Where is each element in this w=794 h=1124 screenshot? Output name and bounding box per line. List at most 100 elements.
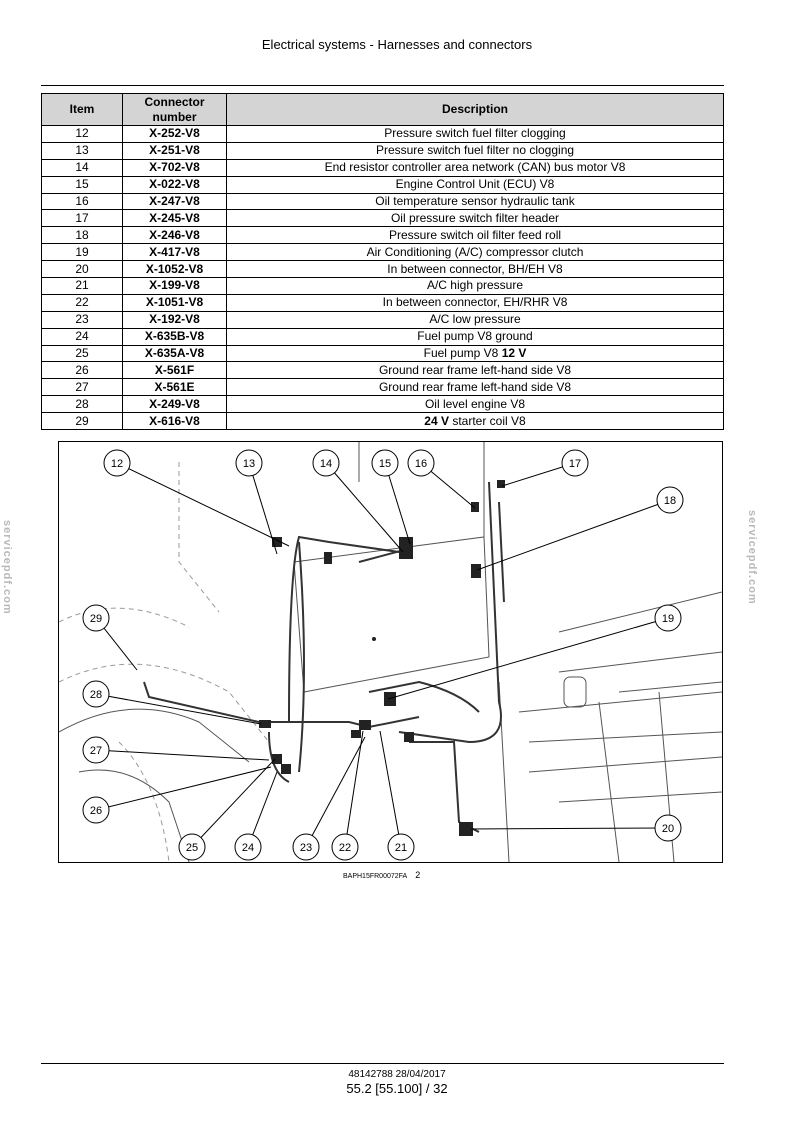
- description-text: starter coil V8: [452, 413, 526, 428]
- callout-20: 20: [654, 814, 682, 842]
- cell-item: 14: [41, 158, 123, 177]
- callout-16: 16: [407, 449, 435, 477]
- callout-leader-line: [470, 827, 669, 830]
- callout-13: 13: [235, 449, 263, 477]
- cell-description: Fuel pump V8 12 V: [226, 344, 724, 363]
- callout-circle: [561, 449, 589, 477]
- callout-label: 29: [90, 613, 102, 625]
- callout-leader-line: [95, 766, 272, 811]
- col-header-item: Item: [41, 93, 123, 126]
- callout-17: 17: [561, 449, 589, 477]
- cell-description: A/C high pressure: [226, 277, 724, 295]
- cell-item: 12: [41, 125, 123, 143]
- cell-description: In between connector, BH/EH V8: [226, 260, 724, 279]
- callout-leader-line: [191, 758, 276, 848]
- cell-connector: X-251-V8: [122, 141, 227, 160]
- cell-item: 19: [41, 243, 123, 262]
- cell-item: 23: [41, 310, 123, 329]
- callout-12: 12: [103, 449, 131, 477]
- cell-item: 13: [41, 141, 123, 160]
- callout-circle: [234, 833, 262, 861]
- cell-item: 27: [41, 378, 123, 397]
- cell-description: A/C low pressure: [226, 310, 724, 329]
- callout-leader-line: [95, 693, 262, 725]
- callout-14: 14: [312, 449, 340, 477]
- cell-description: 24 V starter coil V8: [226, 412, 724, 431]
- cell-connector: X-249-V8: [122, 395, 227, 414]
- cell-description: End resistor controller area network (CA…: [226, 158, 724, 177]
- callout-label: 13: [243, 458, 255, 470]
- figure-number: 2: [415, 870, 421, 880]
- col-header-connector: Connector number: [122, 93, 227, 126]
- callout-circle: [235, 449, 263, 477]
- callout-label: 18: [664, 495, 676, 507]
- table-header-row: Item Connector number Description: [41, 93, 724, 126]
- cell-item: 21: [41, 277, 123, 295]
- cell-item: 18: [41, 226, 123, 245]
- bold-voltage: 12 V: [501, 346, 527, 361]
- cell-item: 22: [41, 293, 123, 312]
- callout-label: 22: [339, 842, 351, 854]
- cell-connector: X-635B-V8: [122, 327, 227, 346]
- cell-description: In between connector, EH/RHR V8: [226, 293, 724, 312]
- callout-circle: [387, 833, 415, 861]
- callout-leader-line: [476, 499, 671, 571]
- cell-description: Engine Control Unit (ECU) V8: [226, 175, 724, 194]
- watermark-right: servicepdf.com: [746, 510, 758, 605]
- callout-circle: [371, 449, 399, 477]
- figure-code: BAPH15FR00072FA: [343, 873, 408, 880]
- callout-label: 20: [662, 823, 674, 835]
- callout-circle: [407, 449, 435, 477]
- cell-item: 28: [41, 395, 123, 414]
- callout-leader-line: [384, 462, 411, 545]
- cell-item: 24: [41, 327, 123, 346]
- cell-description: Pressure switch fuel filter clogging: [226, 125, 724, 143]
- figure-caption: BAPH15FR00072FA 2: [343, 870, 420, 880]
- cell-description: Oil level engine V8: [226, 395, 724, 414]
- callout-label: 24: [242, 842, 254, 854]
- cell-description: Oil pressure switch filter header: [226, 209, 724, 228]
- cell-connector: X-022-V8: [122, 175, 227, 194]
- cell-description: Oil temperature sensor hydraulic tank: [226, 192, 724, 211]
- callout-28: 28: [82, 680, 110, 708]
- cell-connector: X-245-V8: [122, 209, 227, 228]
- callout-19: 19: [654, 604, 682, 632]
- cell-connector: X-417-V8: [122, 243, 227, 262]
- callout-circle: [82, 736, 110, 764]
- col-header-description: Description: [226, 93, 724, 126]
- callout-circle: [312, 449, 340, 477]
- cell-item: 20: [41, 260, 123, 279]
- cell-item: 16: [41, 192, 123, 211]
- cell-connector: X-199-V8: [122, 277, 227, 295]
- callout-circle: [178, 833, 206, 861]
- cell-item: 17: [41, 209, 123, 228]
- document-reference: 48142788 28/04/2017: [348, 1069, 446, 1080]
- bold-voltage: 24 V: [424, 413, 449, 428]
- callout-label: 16: [415, 458, 427, 470]
- cell-connector: X-246-V8: [122, 226, 227, 245]
- callout-label: 27: [90, 745, 102, 757]
- cell-item: 25: [41, 344, 123, 363]
- page-reference: 55.2 [55.100] / 32: [346, 1081, 448, 1096]
- callout-leader-line: [95, 749, 270, 761]
- callout-circle: [292, 833, 320, 861]
- callout-26: 26: [82, 796, 110, 824]
- callout-label: 17: [569, 458, 581, 470]
- callout-circle: [82, 680, 110, 708]
- footer-rule: [41, 1063, 724, 1064]
- callout-circle: [82, 796, 110, 824]
- callout-label: 26: [90, 805, 102, 817]
- callout-circle: [103, 449, 131, 477]
- cell-connector: X-561E: [122, 378, 227, 397]
